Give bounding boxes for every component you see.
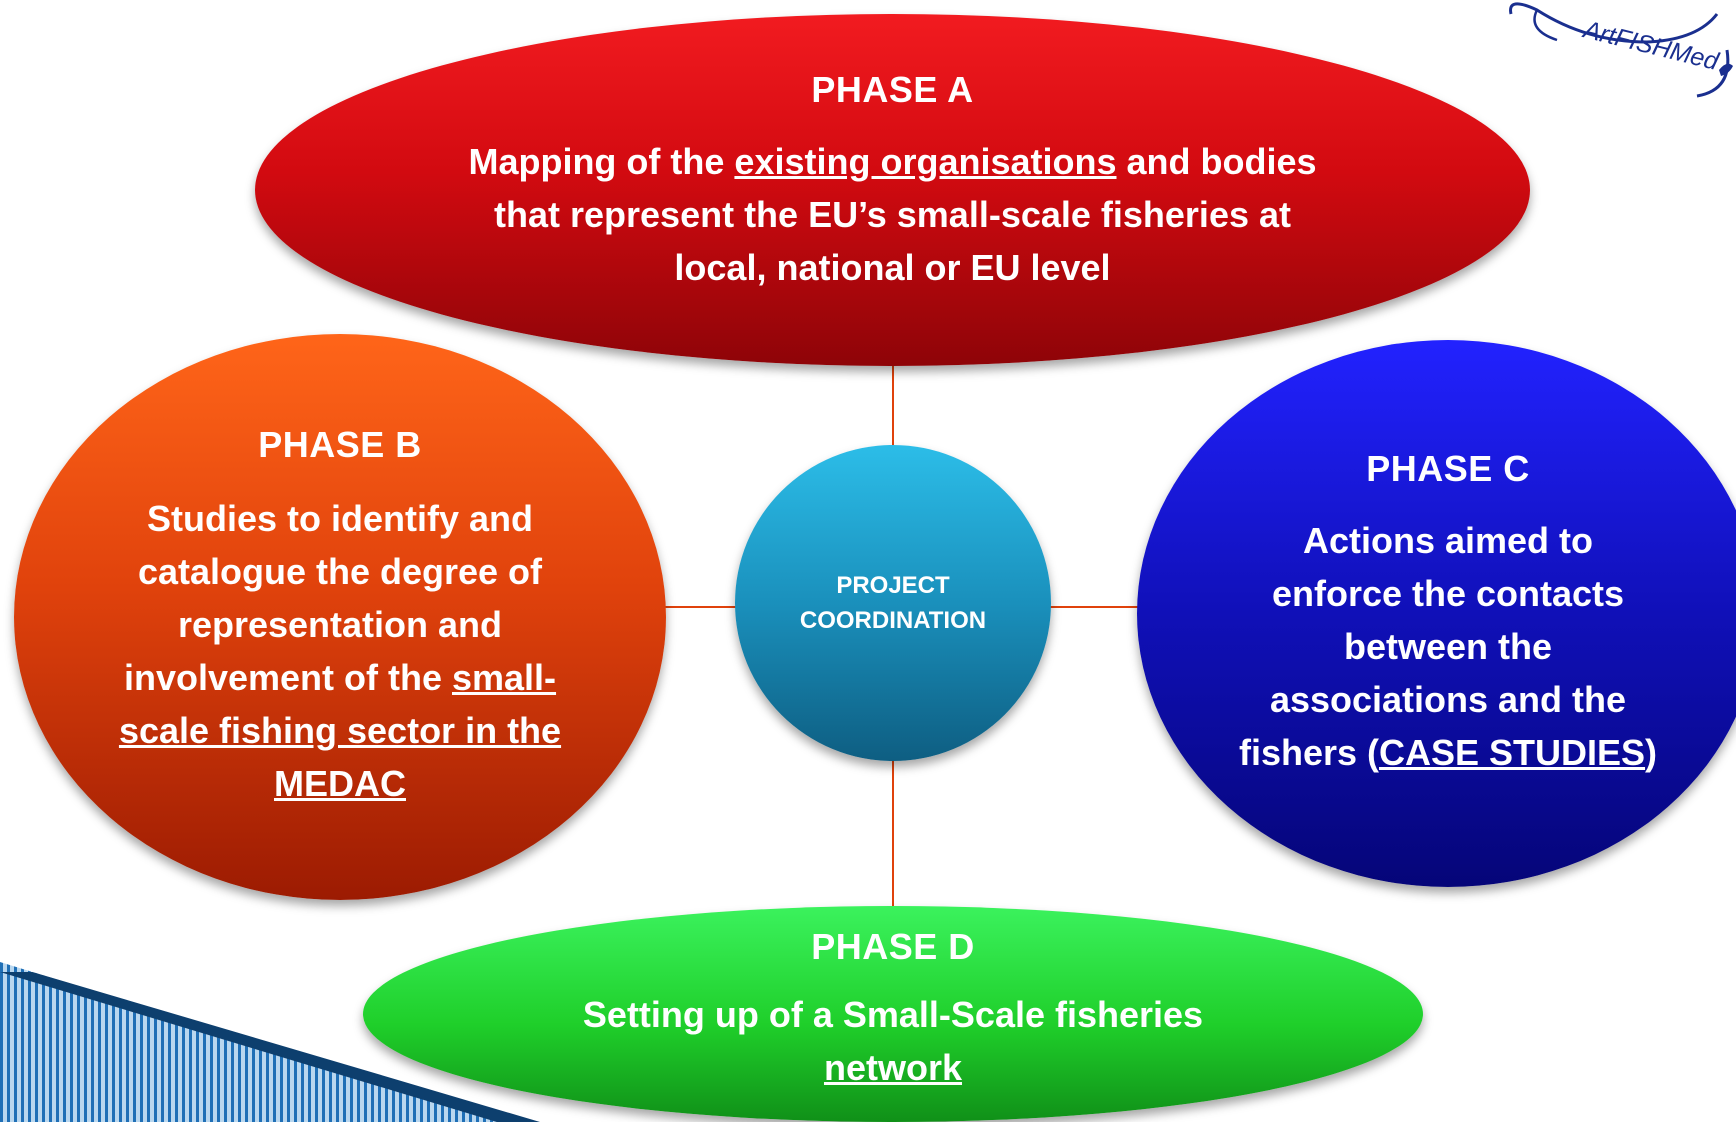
phase-d-text: Setting up of a Small-Scale fisheries ne…	[513, 988, 1273, 1094]
phase-a-title: PHASE A	[811, 68, 974, 110]
phase-c-node: PHASE C Actions aimed to enforce the con…	[1137, 340, 1736, 887]
phase-d-text-underlined: network	[823, 1047, 963, 1088]
phase-a-text-underlined: existing organisations	[734, 140, 1117, 182]
phase-b-node: PHASE B Studies to identify and catalogu…	[14, 334, 666, 900]
artfishmed-logo: ArtFISHMed	[1509, 2, 1733, 98]
phase-c-text-post: )	[1645, 732, 1658, 773]
logo-swoosh-icon	[1696, 49, 1730, 98]
phase-b-text-pre: Studies to identify and catalogue the de…	[123, 498, 543, 698]
phase-c-text-underlined: CASE STUDIES	[1379, 732, 1646, 773]
phase-a-node: PHASE A Mapping of the existing organisa…	[255, 14, 1530, 366]
phase-a-text-pre: Mapping of the	[468, 140, 735, 182]
project-coordination-node: PROJECT COORDINATION	[735, 445, 1051, 761]
phase-d-text-pre: Setting up of a Small-Scale fisheries	[582, 994, 1204, 1035]
phase-d-node: PHASE D Setting up of a Small-Scale fish…	[363, 906, 1423, 1122]
phase-c-text-pre: Actions aimed to enforce the contacts be…	[1238, 520, 1627, 773]
phase-c-text: Actions aimed to enforce the contacts be…	[1233, 514, 1663, 779]
phase-c-title: PHASE C	[1366, 448, 1530, 489]
phase-b-title: PHASE B	[258, 424, 422, 465]
center-label-line2: COORDINATION	[799, 607, 987, 634]
logo-fish-outline-icon	[1509, 2, 1719, 44]
logo-fish-belly-icon	[1533, 9, 1558, 42]
phase-a-text: Mapping of the existing organisations an…	[463, 135, 1323, 294]
logo-text: ArtFISHMed	[1579, 15, 1722, 76]
phase-a-text-post: and bodies that represent the EU’s small…	[494, 140, 1317, 288]
phase-b-text: Studies to identify and catalogue the de…	[105, 492, 575, 810]
phase-d-title: PHASE D	[811, 926, 975, 967]
phase-b-text-underlined: small-scale fishing sector in the MEDAC	[118, 657, 562, 804]
center-label-line1: PROJECT	[836, 572, 950, 599]
